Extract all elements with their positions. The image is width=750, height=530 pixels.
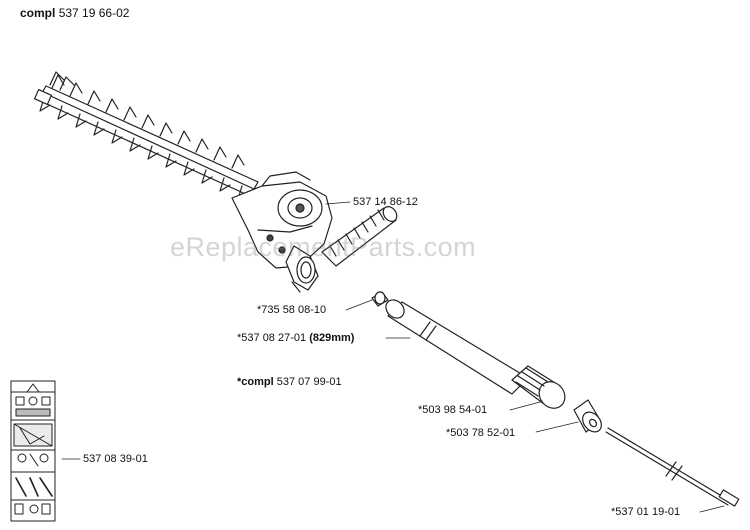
label-tube-length: (829mm) bbox=[309, 332, 355, 344]
bearing-assembly bbox=[511, 365, 566, 409]
sleeve-bushing bbox=[573, 399, 602, 433]
gearbox-housing bbox=[231, 171, 333, 293]
label-shaft: *537 01 19-01 bbox=[611, 506, 681, 518]
label-bearing: *503 98 54-01 bbox=[418, 404, 488, 416]
title-prefix: compl bbox=[20, 6, 56, 20]
leader-lines bbox=[61, 201, 725, 513]
label-assembly-number: 537 07 99-01 bbox=[276, 376, 342, 388]
title-number: 537 19 66-02 bbox=[58, 6, 130, 20]
label-assembly-prefix: *compl bbox=[237, 376, 274, 388]
title-label: compl 537 19 66-02 bbox=[20, 7, 129, 20]
label-sleeve: *503 78 52-01 bbox=[446, 427, 516, 439]
label-decal: 537 08 39-01 bbox=[83, 453, 148, 465]
label-tube: *537 08 27-01 (829mm) bbox=[237, 332, 354, 345]
watermark: eReplacementParts.com bbox=[170, 232, 477, 262]
label-tube-number: *537 08 27-01 bbox=[237, 332, 307, 344]
label-assembly: *compl 537 07 99-01 bbox=[237, 376, 342, 389]
drive-shaft bbox=[605, 427, 740, 507]
angle-grip-handle bbox=[321, 206, 398, 267]
warning-decal bbox=[10, 380, 56, 522]
hedge-trimmer-blade bbox=[33, 71, 259, 200]
shaft-tube bbox=[385, 299, 529, 395]
label-spacer: *735 58 08-10 bbox=[257, 304, 327, 316]
label-gearbox: 537 14 86-12 bbox=[353, 196, 418, 208]
spacer-ring bbox=[371, 291, 389, 307]
